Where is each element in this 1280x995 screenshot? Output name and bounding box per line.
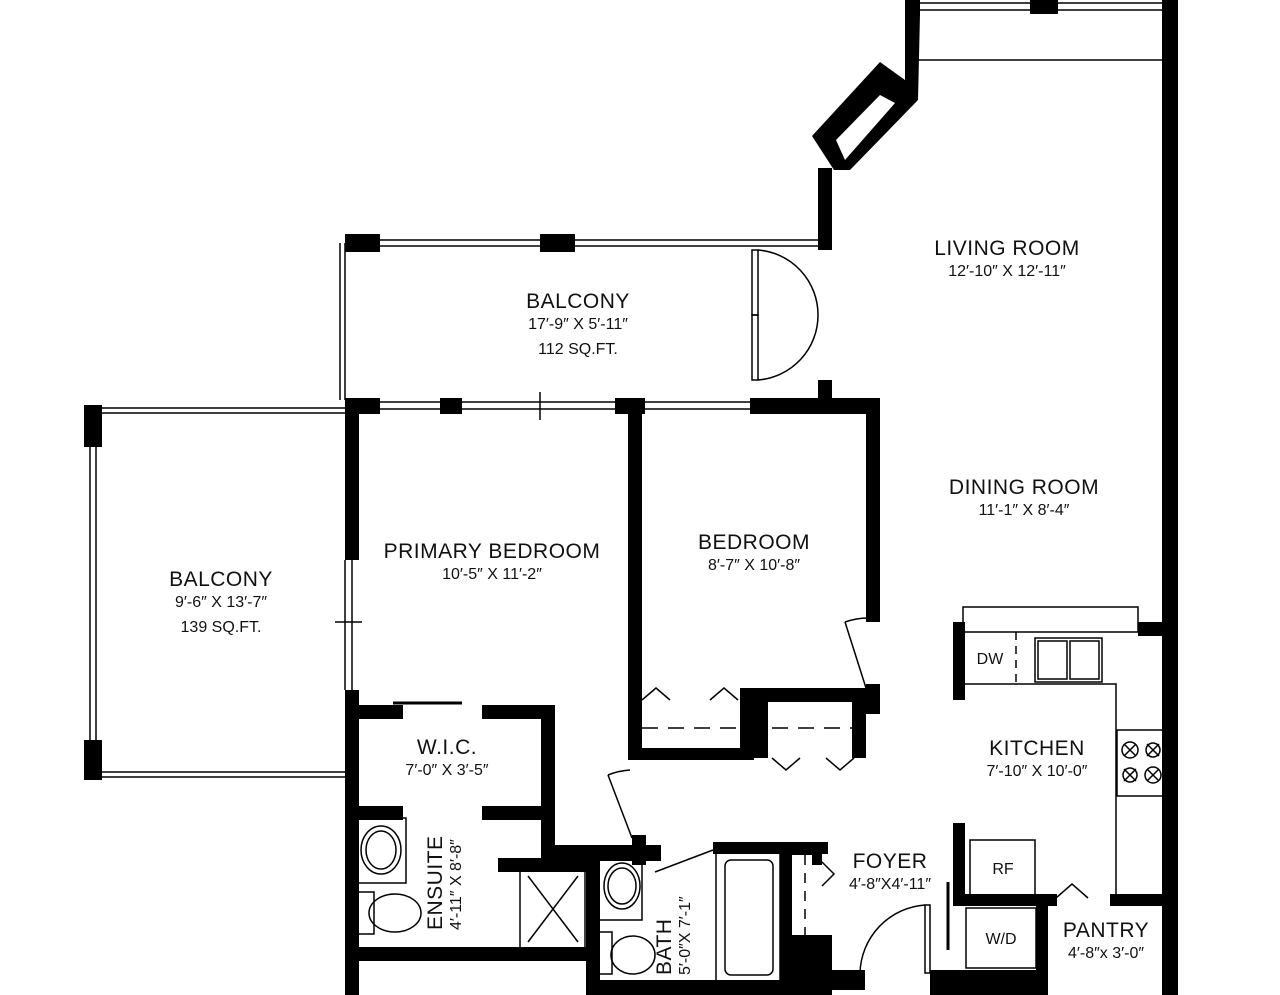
room-dims: 5′-0″X 7′-1″ xyxy=(677,896,694,975)
room-area: 112 SQ.FT. xyxy=(538,341,618,359)
dishwasher-label: DW xyxy=(976,651,1004,668)
dining-room-label: DINING ROOM 11′-1″ X 8′-4″ xyxy=(949,474,1099,522)
refrigerator-label: RF xyxy=(992,861,1014,878)
room-dims: 10′-5″ X 11′-2″ xyxy=(442,566,542,584)
room-name: BALCONY xyxy=(526,290,630,313)
balcony-top-label: BALCONY 17′-9″ X 5′-11″ 112 SQ.FT. xyxy=(526,288,630,361)
room-name: KITCHEN xyxy=(989,737,1085,760)
pantry-label: PANTRY 4′-8″x 3′-0″ xyxy=(1063,917,1149,965)
room-dims: 4′-8″X4′-11″ xyxy=(849,876,931,894)
room-dims: 4′-8″x 3′-0″ xyxy=(1067,945,1145,963)
room-name: W.I.C. xyxy=(416,736,478,759)
walls xyxy=(84,0,1178,995)
room-dims: 17′-9″ X 5′-11″ xyxy=(528,316,628,334)
room-dims: 4′-11″ X 8′-8″ xyxy=(448,839,465,930)
primary-bedroom-label: PRIMARY BEDROOM 10′-5″ X 11′-2″ xyxy=(384,538,601,586)
room-dims: 12′-10″ X 12′-11″ xyxy=(948,263,1066,281)
room-dims: 7′-0″ X 3′-5″ xyxy=(405,762,489,780)
room-dims: 7′-10″ X 10′-0″ xyxy=(986,763,1088,781)
room-name: ENSUITE xyxy=(424,835,447,930)
ensuite-label: ENSUITE 4′-11″ X 8′-8″ xyxy=(424,835,466,930)
washer-dryer-label: W/D xyxy=(985,931,1017,948)
room-name: PANTRY xyxy=(1062,919,1150,942)
room-name: LIVING ROOM xyxy=(934,237,1080,260)
room-name: BATH xyxy=(653,918,676,975)
room-name: PRIMARY BEDROOM xyxy=(383,540,601,563)
living-room-label: LIVING ROOM 12′-10″ X 12′-11″ xyxy=(934,235,1080,283)
room-dims: 11′-1″ X 8′-4″ xyxy=(978,502,1070,520)
balcony-left-label: BALCONY 9′-6″ X 13′-7″ 139 SQ.FT. xyxy=(169,566,273,639)
foyer-label: FOYER 4′-8″X4′-11″ xyxy=(849,848,931,896)
kitchen-label: KITCHEN 7′-10″ X 10′-0″ xyxy=(987,735,1088,783)
room-name: FOYER xyxy=(852,850,928,873)
room-name: BEDROOM xyxy=(697,531,811,554)
bath-label: BATH 5′-0″X 7′-1″ xyxy=(653,896,695,975)
thin-lines xyxy=(89,2,1170,983)
room-dims: 8′-7″ X 10′-8″ xyxy=(707,557,801,575)
room-area: 139 SQ.FT. xyxy=(180,619,262,637)
room-name: DINING ROOM xyxy=(948,476,1100,499)
wic-label: W.I.C. 7′-0″ X 3′-5″ xyxy=(405,734,488,782)
room-name: BALCONY xyxy=(169,568,273,591)
room-dims: 9′-6″ X 13′-7″ xyxy=(174,594,268,612)
bedroom-label: BEDROOM 8′-7″ X 10′-8″ xyxy=(698,529,810,577)
